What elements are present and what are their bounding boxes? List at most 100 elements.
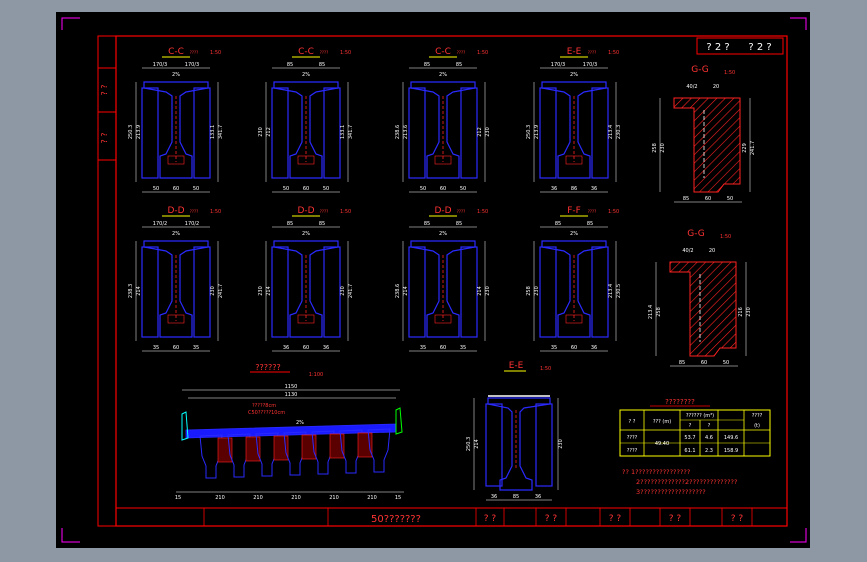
g-dim-left-0: 213.4 — [648, 305, 654, 319]
slope-label: 2% — [439, 72, 447, 78]
g-hatched-body — [669, 261, 737, 357]
web-right — [460, 246, 478, 338]
dim-bottom-1: 60 — [173, 186, 179, 192]
tendon-group — [297, 155, 315, 165]
g-dim-bottom-0: 85 — [683, 196, 689, 202]
g-dim-right-1: 241.7 — [750, 141, 756, 155]
quantity-table: ???????? ? ? ??? (m) ?????? (m³) ???? ? … — [619, 398, 771, 457]
dim-bottom-0: 36 — [283, 345, 289, 351]
e-dim-left-0: 250.3 — [466, 437, 472, 451]
dim-left-0: 250.3 — [128, 125, 134, 139]
dim-bottom-1: 60 — [173, 345, 179, 351]
girders — [199, 428, 391, 479]
left-strip-top-text: ? ? — [100, 84, 109, 95]
section-title: C-C — [435, 47, 451, 57]
dim-left-1: 214 — [403, 286, 409, 296]
section-scale: 1:50 — [477, 50, 488, 56]
dim-right-1: 230 — [485, 286, 491, 296]
t-beam-outline — [410, 240, 476, 338]
t-beam-outline — [273, 81, 339, 179]
t-beam-outline — [541, 240, 607, 338]
dim-bottom-0: 35 — [551, 345, 557, 351]
dim-top-0: 170/3 — [153, 62, 167, 68]
dim-left-0: 250.3 — [526, 125, 532, 139]
section-scale: 1:50 — [608, 50, 619, 56]
dim-top-1: 170/3 — [583, 62, 597, 68]
table-h1: ??? (m) — [653, 419, 671, 425]
table-r0-v2: 4.6 — [705, 435, 713, 441]
g-dim-bottom-2: 50 — [727, 196, 733, 202]
table-r1-v1: 61.1 — [684, 448, 695, 454]
dim-bottom-2: 35 — [193, 345, 199, 351]
dim-left-1: 213.9 — [136, 125, 142, 139]
web-left — [539, 246, 557, 338]
section-scale: 1:50 — [477, 209, 488, 215]
left-barrier — [181, 411, 189, 441]
dim-bottom-1: 60 — [303, 186, 309, 192]
e-web-right — [535, 403, 553, 487]
slope-label: 2% — [302, 231, 310, 237]
cross-scale: 1:100 — [309, 372, 323, 378]
tendon-group — [565, 314, 583, 324]
e-outline — [487, 397, 551, 491]
table-r1-name: ???? — [627, 448, 638, 454]
section-suffix: ???? — [588, 50, 597, 55]
g-dim-left-1: 230 — [660, 143, 666, 153]
g-scale: 1:50 — [720, 234, 731, 240]
web-right — [193, 246, 211, 338]
g-dim-top-0: 40/2 — [686, 84, 697, 90]
table-frame — [619, 409, 771, 457]
dim-left-0: 238.6 — [395, 125, 401, 139]
cross-width-inner: 1130 — [285, 392, 298, 398]
dim-top-1: 85 — [456, 62, 462, 68]
g-dim-top-1: 20 — [709, 248, 715, 254]
tendon-group — [434, 314, 452, 324]
dim-bottom-2: 36 — [591, 345, 597, 351]
note-1: ?? 1???????????????? — [622, 468, 690, 476]
cross-dim-bottom-5: 210 — [367, 495, 377, 501]
g-dim-bottom-1: 60 — [701, 360, 707, 366]
web-left — [141, 87, 159, 179]
section-scale: 1:50 — [210, 50, 221, 56]
tendon-group — [565, 155, 583, 165]
g-dim-top-0: 40/2 — [682, 248, 693, 254]
cross-dim-bottom-2: 210 — [253, 495, 263, 501]
dim-top-0: 170/3 — [551, 62, 565, 68]
web-right — [323, 246, 341, 338]
dim-bottom-0: 50 — [420, 186, 426, 192]
web-right — [460, 87, 478, 179]
t-beam-outline — [143, 81, 209, 179]
web-left — [271, 246, 289, 338]
table-r1-weight: 158.9 — [724, 448, 738, 454]
table-h2: ?????? (m³) — [686, 413, 714, 419]
g-dim-right-0: 229 — [742, 143, 748, 153]
dim-top-0: 85 — [287, 221, 293, 227]
g-scale: 1:50 — [724, 70, 735, 76]
dim-left-1: 230 — [534, 286, 540, 296]
slope-label: 2% — [570, 72, 578, 78]
table-r0-v1: 53.7 — [684, 435, 695, 441]
g-dim-right-0: 216 — [738, 307, 744, 317]
dim-bottom-2: 50 — [193, 186, 199, 192]
dim-bottom-1: 60 — [440, 186, 446, 192]
dim-top-1: 85 — [319, 221, 325, 227]
web-right — [323, 87, 341, 179]
web-left — [539, 87, 557, 179]
section-title: C-C — [298, 47, 314, 57]
dim-bottom-0: 50 — [283, 186, 289, 192]
tendon-group — [297, 314, 315, 324]
cross-dim-bottom-1: 210 — [215, 495, 225, 501]
t-beam-outline — [143, 240, 209, 338]
title-box-right: ? 2 ? — [748, 42, 771, 53]
slope-label: 2% — [439, 231, 447, 237]
section-title: C-C — [168, 47, 184, 57]
cross-dim-bottom-3: 210 — [291, 495, 301, 501]
dim-bottom-2: 36 — [323, 345, 329, 351]
